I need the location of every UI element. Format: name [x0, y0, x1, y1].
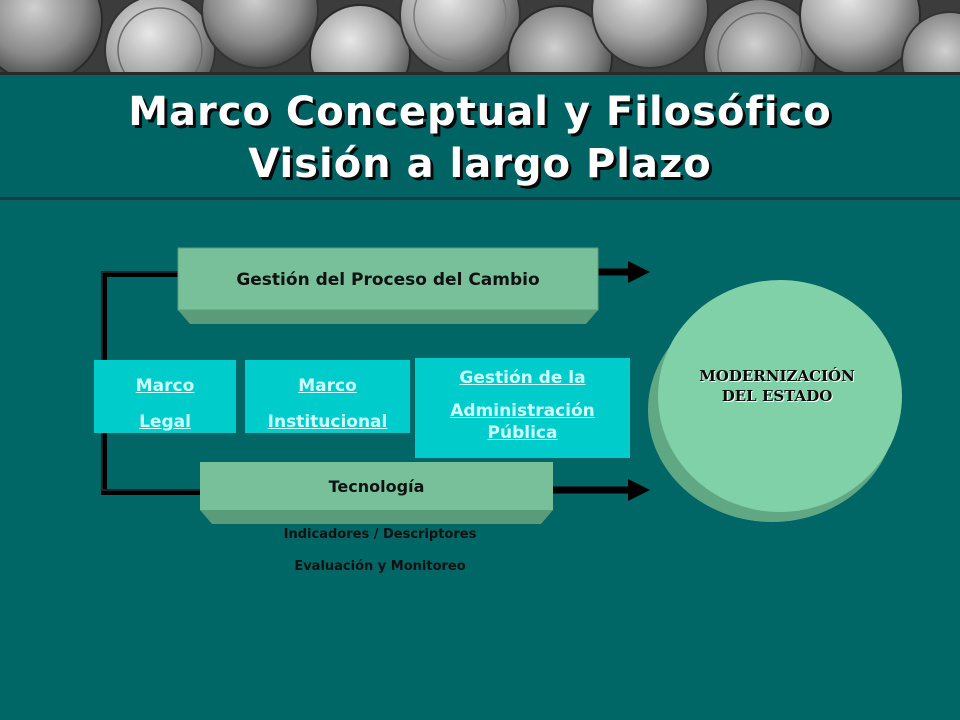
note-indicadores: Indicadores / Descriptores: [283, 527, 477, 542]
bottom-arrowhead: [628, 479, 650, 501]
box-marco-institucional-line1[interactable]: Marco: [298, 376, 357, 396]
box-marco-legal-shape: [94, 360, 236, 433]
box-marco-legal-line1[interactable]: Marco: [135, 376, 195, 396]
target-cylinder-shape: [648, 280, 902, 522]
target-label-line1: MODERNIZACIÓN: [699, 367, 855, 385]
top-arrowhead: [628, 261, 650, 283]
title-band: Marco Conceptual y Filosófico Visión a l…: [0, 72, 960, 200]
title-line-2: Visión a largo Plazo: [248, 141, 712, 187]
box-gestion-admin-shape: [415, 358, 630, 458]
target-label-line2: DEL ESTADO: [721, 387, 833, 405]
box-marco-legal-line2[interactable]: Legal: [139, 412, 191, 432]
box-marco-institucional[interactable]: Marco Institucional: [245, 368, 410, 440]
box-marco-institucional-line2[interactable]: Institucional: [267, 412, 388, 432]
box-gestion-line1[interactable]: Gestión de la: [459, 368, 586, 388]
coins-banner-image: [0, 0, 960, 72]
target-label: MODERNIZACIÓN DEL ESTADO: [682, 366, 872, 406]
bottom-bar-label: Tecnología: [328, 477, 425, 496]
title-line-1: Marco Conceptual y Filosófico: [128, 89, 832, 135]
note-evaluacion: Evaluación y Monitoreo: [294, 559, 466, 574]
top-bar-label: Gestión del Proceso del Cambio: [236, 270, 540, 290]
box-gestion-line3[interactable]: Pública: [487, 423, 558, 443]
bottom-bar-shape: [200, 462, 553, 524]
top-bar-shape: [177, 247, 599, 324]
box-marco-institucional-shape: [245, 360, 410, 433]
box-gestion-administracion[interactable]: Gestión de la Administración Pública: [415, 366, 630, 444]
box-marco-legal[interactable]: Marco Legal: [94, 368, 236, 440]
box-gestion-line2[interactable]: Administración: [450, 401, 595, 421]
